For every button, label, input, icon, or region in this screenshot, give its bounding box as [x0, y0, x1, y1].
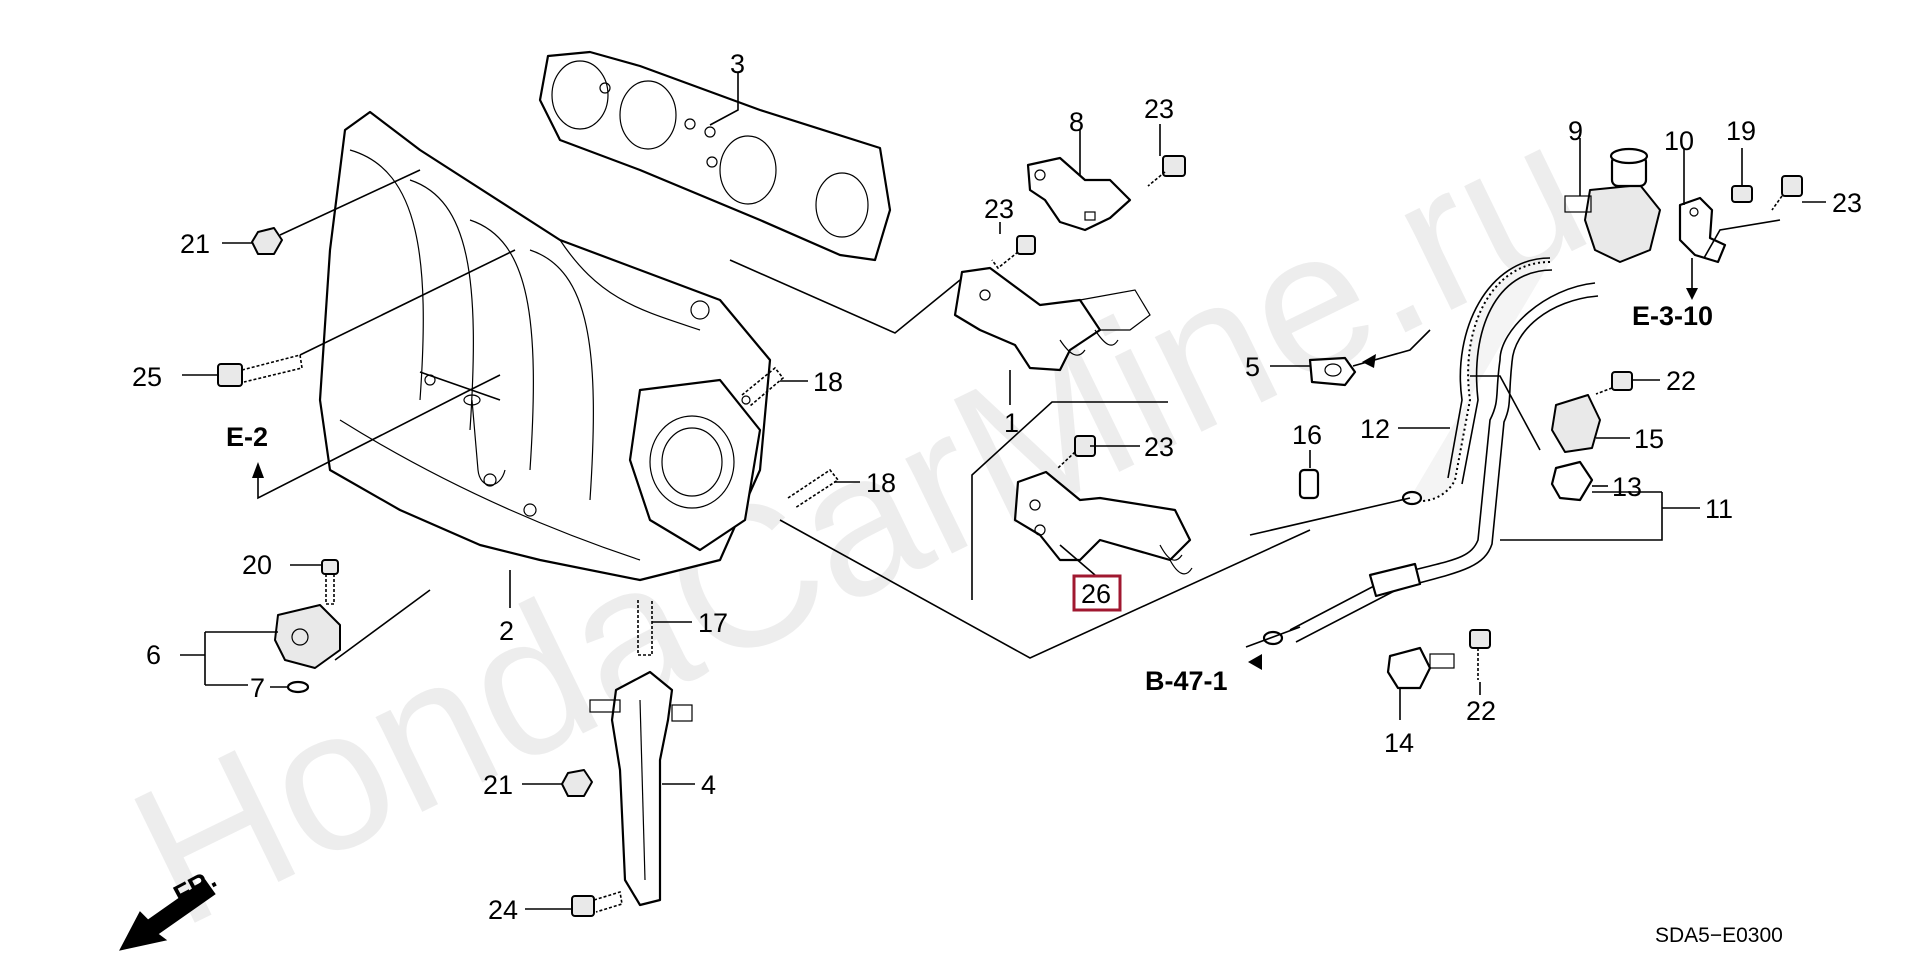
diagram-code: SDA5−E0300 — [1655, 924, 1783, 947]
clamp-13[interactable] — [1550, 460, 1594, 502]
bolt-22-a[interactable] — [1595, 371, 1633, 395]
reference-e3-10[interactable]: E-3-10 — [1632, 301, 1713, 331]
callout-7: 7 — [250, 673, 265, 703]
stud-17[interactable] — [637, 600, 653, 656]
callout-8: 8 — [1069, 107, 1084, 137]
callout-3: 3 — [730, 49, 745, 79]
leader-lines — [180, 72, 1826, 910]
callout-9: 9 — [1568, 116, 1583, 146]
callout-18-upper: 18 — [813, 367, 843, 397]
bolt-23-a[interactable] — [991, 235, 1036, 270]
callout-21-lower: 21 — [483, 770, 513, 800]
solenoid-9[interactable] — [1564, 147, 1661, 263]
callout-numbers: 1 2 3 4 5 6 7 8 9 10 11 12 13 14 15 16 1… — [132, 49, 1862, 925]
callout-11: 11 — [1705, 494, 1733, 524]
clip-14[interactable] — [1386, 646, 1455, 690]
reference-e2[interactable]: E-2 — [226, 422, 268, 452]
callout-10: 10 — [1664, 126, 1694, 156]
bracket-26[interactable] — [1013, 470, 1193, 575]
bracket-4[interactable] — [589, 670, 693, 907]
callout-17: 17 — [698, 608, 728, 638]
callout-24: 24 — [488, 895, 518, 925]
callout-1: 1 — [1004, 408, 1019, 438]
valve-6[interactable] — [274, 604, 341, 669]
callout-20: 20 — [242, 550, 272, 580]
bolt-25[interactable] — [217, 354, 303, 387]
reference-b47-1[interactable]: B-47-1 — [1145, 666, 1228, 696]
callout-2: 2 — [499, 616, 514, 646]
o-ring-7[interactable] — [286, 680, 310, 694]
callout-15: 15 — [1634, 424, 1664, 454]
bolt-22-b[interactable] — [1469, 629, 1491, 680]
callout-23-left: 23 — [984, 194, 1014, 224]
bracket-10[interactable] — [1678, 196, 1727, 264]
reference-arrows — [252, 288, 1698, 670]
bolt-19[interactable] — [1731, 185, 1753, 203]
bolt-23-b[interactable] — [1147, 155, 1186, 187]
callout-23-middle: 23 — [1144, 432, 1174, 462]
callout-26: 26 — [1081, 579, 1111, 609]
stud-18-upper[interactable] — [741, 366, 785, 407]
callout-5: 5 — [1245, 352, 1260, 382]
intake-manifold[interactable] — [318, 110, 772, 582]
manifold-gasket[interactable] — [538, 50, 892, 262]
nut-21-top[interactable] — [251, 227, 283, 255]
callout-26-highlight[interactable]: 26 — [1072, 574, 1122, 612]
clamp-5[interactable] — [1308, 356, 1357, 387]
hose-12[interactable] — [1401, 257, 1553, 506]
callout-4: 4 — [701, 770, 716, 800]
clamp-15[interactable] — [1551, 394, 1601, 453]
bracket-8[interactable] — [1026, 156, 1132, 232]
stud-18-lower[interactable] — [787, 468, 840, 509]
callout-25: 25 — [132, 362, 162, 392]
callout-13: 13 — [1612, 472, 1642, 502]
callout-6: 6 — [146, 640, 161, 670]
callout-22-lower: 22 — [1466, 696, 1496, 726]
callout-16: 16 — [1292, 420, 1322, 450]
callout-23-top: 23 — [1144, 94, 1174, 124]
callout-21-top: 21 — [180, 229, 210, 259]
callout-12: 12 — [1360, 414, 1390, 444]
callout-14: 14 — [1384, 728, 1414, 758]
callout-22-upper: 22 — [1666, 366, 1696, 396]
callout-23-right: 23 — [1832, 188, 1862, 218]
callout-19: 19 — [1726, 116, 1756, 146]
bolt-23-d[interactable] — [1771, 175, 1803, 211]
bolt-20[interactable] — [321, 559, 339, 605]
collar-16[interactable] — [1298, 468, 1320, 500]
callout-18-lower: 18 — [866, 468, 896, 498]
nut-21-lower[interactable] — [561, 769, 593, 797]
bracket-1[interactable] — [953, 266, 1151, 372]
bolt-24[interactable] — [571, 890, 623, 917]
